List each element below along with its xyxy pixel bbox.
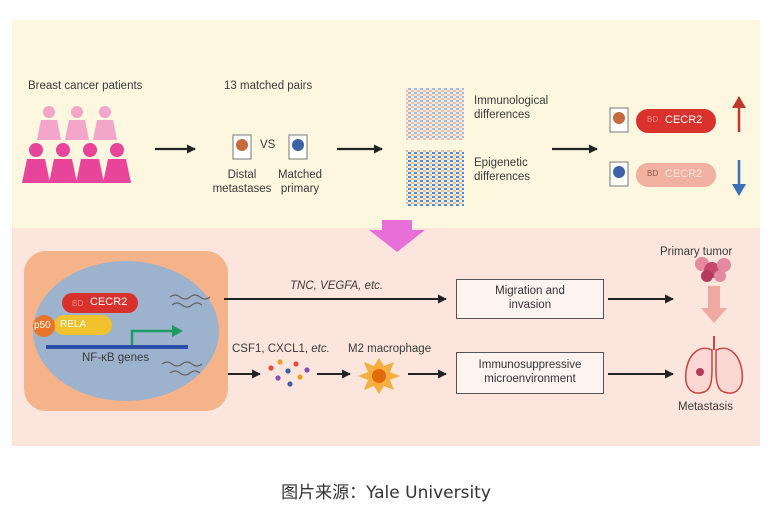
mrna-wave [169,370,201,376]
heatmap-icon [406,88,464,140]
immunological-label: Immunological differences [474,95,549,121]
diagram-graphics [12,20,760,446]
figure-caption: 图片来源：Yale University [281,483,491,503]
cecr2-low-pill [636,163,716,187]
cecr2-label-low: CECR2 [665,168,703,180]
transition-arrow [369,220,425,252]
top-panel-bg [12,20,760,228]
patient-icon [65,106,89,140]
heatmap-icon [406,150,464,206]
patient-icon [103,143,131,183]
patient-icon [93,106,117,140]
nfkb-genes-label: NF-κB genes [82,352,150,364]
mrna-wave [161,361,203,367]
pairs-label: 13 matched pairs [224,80,313,92]
tissue-slide-icon [232,134,252,160]
cecr2-high-pill [636,109,716,133]
transcription-arrow-icon [130,329,174,345]
down-arrow-icon [732,160,746,196]
patients-label: Breast cancer patients [28,80,143,92]
tissue-slide-icon [609,107,629,133]
distal-metastases-label: Distal metastases [212,169,272,195]
m2-macrophage-label: M2 macrophage [348,343,432,355]
mrna-wave [171,302,203,308]
rela-protein [54,315,112,335]
vs-label: VS [260,139,276,151]
tnc-vegfa-label: TNC, VEGFA, etc. [290,280,384,292]
up-arrow-icon [732,96,746,132]
immunosuppressive-box: Immunosuppressive microenvironment [456,352,604,394]
cecr2-label-cell: CECR2 [90,296,128,308]
metastasis-label: Metastasis [678,401,733,413]
tumor-to-lungs-arrow [701,286,727,323]
cecr2-label-high: CECR2 [665,114,703,126]
csf-cxcl-text: CSF1, CXCL1, [232,343,309,355]
p50-label: p50 [34,320,51,331]
tumor-icon [695,257,731,282]
mrna-wave [169,294,211,300]
patient-icon [37,106,61,140]
tissue-slide-icon [609,161,629,187]
cytokine-dots-icon [268,359,310,387]
epigenetic-label: Epigenetic differences [474,157,531,183]
rela-label: RELA [60,319,87,330]
lungs-icon [684,336,744,394]
primary-tumor-label: Primary tumor [660,246,733,258]
cecr2-protein [62,293,138,313]
patients-icon-group [22,106,131,183]
patient-icon [22,143,50,183]
patient-icon [76,143,104,183]
p50-protein [33,315,55,337]
diagram-figure: Breast cancer patients 13 matched pairs … [12,8,760,456]
csf-etc-text: etc. [311,343,330,355]
tissue-slide-icon [288,134,308,160]
bd-label-high: BD [647,115,659,124]
bd-label-cell: BD [72,299,84,308]
csf-cxcl-label: CSF1, CXCL1, etc. [232,343,330,357]
matched-primary-label: Matched primary [277,169,323,195]
bd-label-low: BD [647,169,659,178]
migration-invasion-box: Migration and invasion [456,279,604,319]
macrophage-icon [358,358,400,394]
patient-icon [49,143,77,183]
